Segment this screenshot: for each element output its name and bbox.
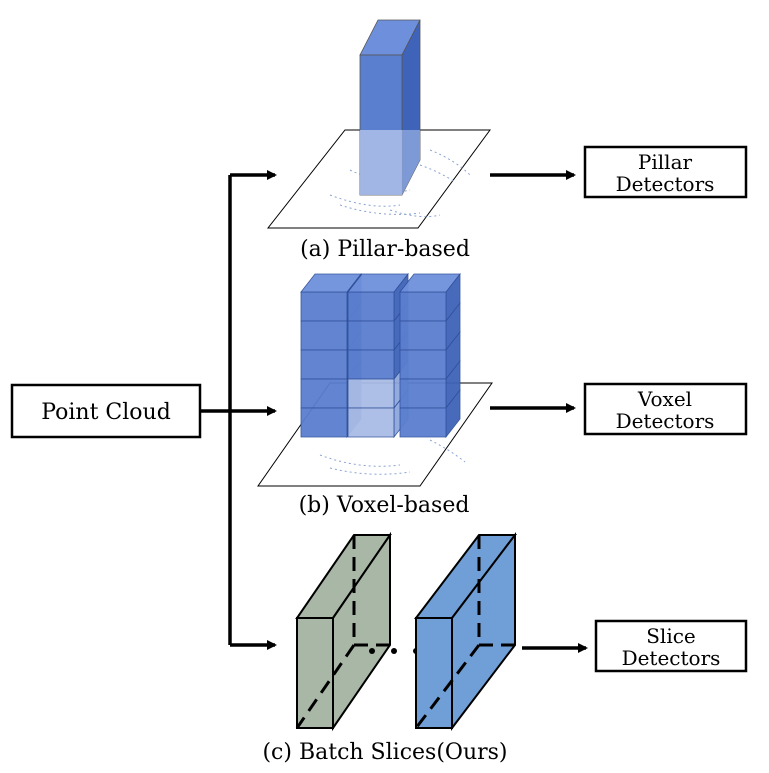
- voxel-illustration: [257, 272, 493, 487]
- blue-slice: [413, 532, 518, 731]
- voxel-point-scatter: [319, 439, 466, 475]
- voxel-detectors-box: Voxel Detectors: [583, 382, 748, 436]
- voxel-cube-front: [347, 378, 395, 409]
- voxel-cube-front: [347, 407, 395, 438]
- caption-voxel: (b) Voxel-based: [299, 493, 470, 518]
- connectors: [200, 170, 277, 650]
- pillar-illustration: [266, 19, 491, 229]
- point-cloud-label: Point Cloud: [41, 400, 171, 425]
- slices-illustration: [295, 531, 518, 732]
- voxel-cube-front: [399, 320, 447, 351]
- voxel-cube-front: [300, 291, 348, 322]
- voxel-cube-front: [300, 349, 348, 380]
- pillar-detectors-line2: Detectors: [616, 172, 715, 196]
- slice-detectors-box: Slice Detectors: [594, 619, 748, 673]
- voxel-cube-front: [300, 320, 348, 351]
- voxel-cube-top: [300, 273, 362, 293]
- pillar-detectors-line1: Pillar: [638, 150, 693, 174]
- pillar-detectors-box: Pillar Detectors: [583, 145, 748, 199]
- voxel-cube-top: [399, 273, 461, 293]
- voxel-grid: [300, 272, 461, 439]
- voxel-cube-front: [347, 291, 395, 322]
- voxel-cube-front: [347, 349, 395, 380]
- voxel-detectors-line2: Detectors: [616, 409, 715, 433]
- voxel-cube-front: [399, 291, 447, 322]
- slice-detectors-line1: Slice: [646, 624, 696, 648]
- voxel-cube-front: [300, 407, 348, 438]
- voxel-cube-top: [347, 273, 409, 293]
- voxel-cube-front: [399, 378, 447, 409]
- voxel-cube-front: [300, 378, 348, 409]
- caption-pillar: (a) Pillar-based: [300, 237, 470, 262]
- slice-detectors-line2: Detectors: [622, 646, 721, 670]
- voxel-cube-front: [347, 320, 395, 351]
- pillar-block-under: [360, 130, 402, 195]
- caption-slices: (c) Batch Slices(Ours): [262, 740, 507, 765]
- green-slice: [295, 531, 392, 732]
- voxel-cube-front: [399, 407, 447, 438]
- point-cloud-box: Point Cloud: [10, 383, 202, 439]
- voxel-detectors-line1: Voxel: [637, 387, 692, 411]
- voxel-cube-front: [399, 349, 447, 380]
